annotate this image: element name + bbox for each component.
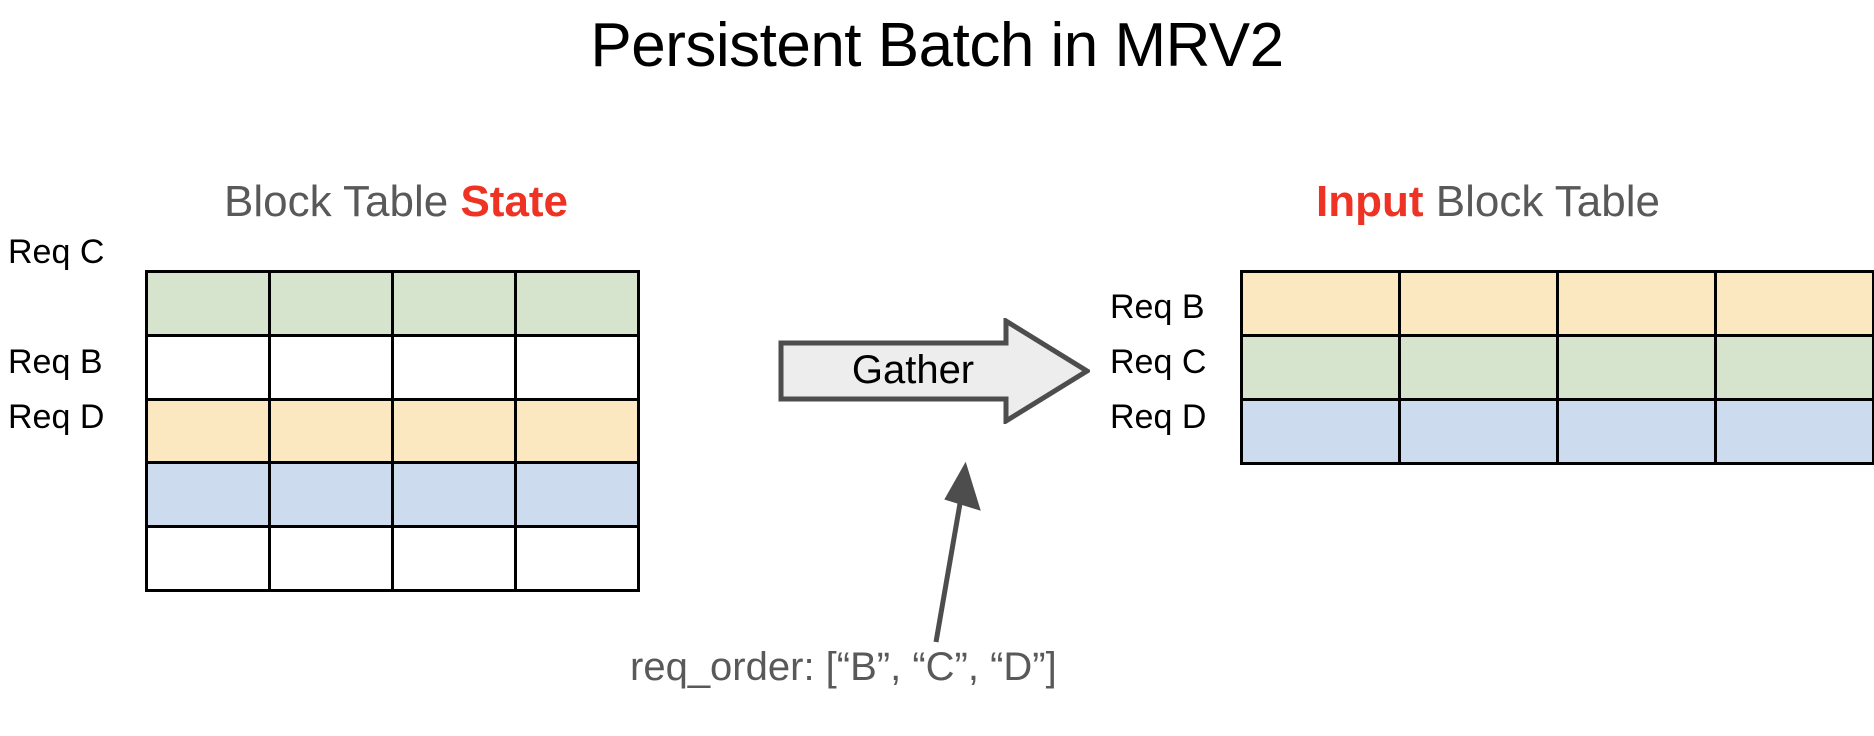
table-cell bbox=[517, 400, 637, 462]
input-block-table bbox=[1240, 270, 1874, 465]
table-cell bbox=[148, 336, 268, 398]
heading-accent-input: Input bbox=[1316, 177, 1424, 226]
table-cell bbox=[1717, 337, 1872, 398]
left-row-label-req-d: Req D bbox=[8, 398, 105, 436]
req-order-caption: req_order: [“B”, “C”, “D”] bbox=[630, 645, 1057, 689]
table-cell bbox=[1243, 337, 1398, 398]
table-cell bbox=[1401, 273, 1556, 334]
table-cell bbox=[271, 400, 391, 462]
table-cell bbox=[1717, 401, 1872, 462]
gather-arrow-icon bbox=[778, 318, 1090, 424]
table-cell bbox=[271, 528, 391, 589]
table-cell bbox=[394, 273, 514, 334]
table-cell bbox=[148, 464, 268, 526]
table-cell bbox=[1401, 401, 1556, 462]
left-row-label-req-b: Req B bbox=[8, 343, 103, 381]
table-cell bbox=[148, 273, 268, 334]
right-row-label-req-d: Req D bbox=[1110, 398, 1207, 436]
table-cell bbox=[1243, 273, 1398, 334]
table-cell bbox=[1559, 401, 1714, 462]
table-cell bbox=[394, 336, 514, 398]
table-cell bbox=[517, 464, 637, 526]
table-cell bbox=[148, 400, 268, 462]
table-cell bbox=[517, 273, 637, 334]
table-cell bbox=[148, 528, 268, 589]
heading-suffix-text: Block Table bbox=[1423, 177, 1660, 226]
right-row-label-req-c: Req C bbox=[1110, 343, 1207, 381]
left-row-label-req-c: Req C bbox=[8, 233, 105, 271]
table-cell bbox=[1717, 273, 1872, 334]
table-cell bbox=[394, 528, 514, 589]
heading-prefix-text: Block Table bbox=[224, 177, 461, 226]
table-cell bbox=[394, 400, 514, 462]
table-cell bbox=[271, 273, 391, 334]
table-cell bbox=[394, 464, 514, 526]
table-cell bbox=[517, 528, 637, 589]
page-title: Persistent Batch in MRV2 bbox=[590, 11, 1284, 80]
input-block-table-heading: Input Block Table bbox=[1316, 177, 1660, 226]
block-table-state bbox=[145, 270, 640, 592]
table-cell bbox=[1559, 337, 1714, 398]
req-order-callout-arrow-icon bbox=[933, 461, 981, 643]
table-cell bbox=[1401, 337, 1556, 398]
table-cell bbox=[1243, 401, 1398, 462]
table-cell bbox=[1559, 273, 1714, 334]
block-table-state-heading: Block Table State bbox=[224, 177, 569, 226]
table-cell bbox=[271, 464, 391, 526]
right-row-label-req-b: Req B bbox=[1110, 288, 1205, 326]
heading-accent-state: State bbox=[460, 177, 569, 226]
table-cell bbox=[517, 336, 637, 398]
table-cell bbox=[271, 336, 391, 398]
